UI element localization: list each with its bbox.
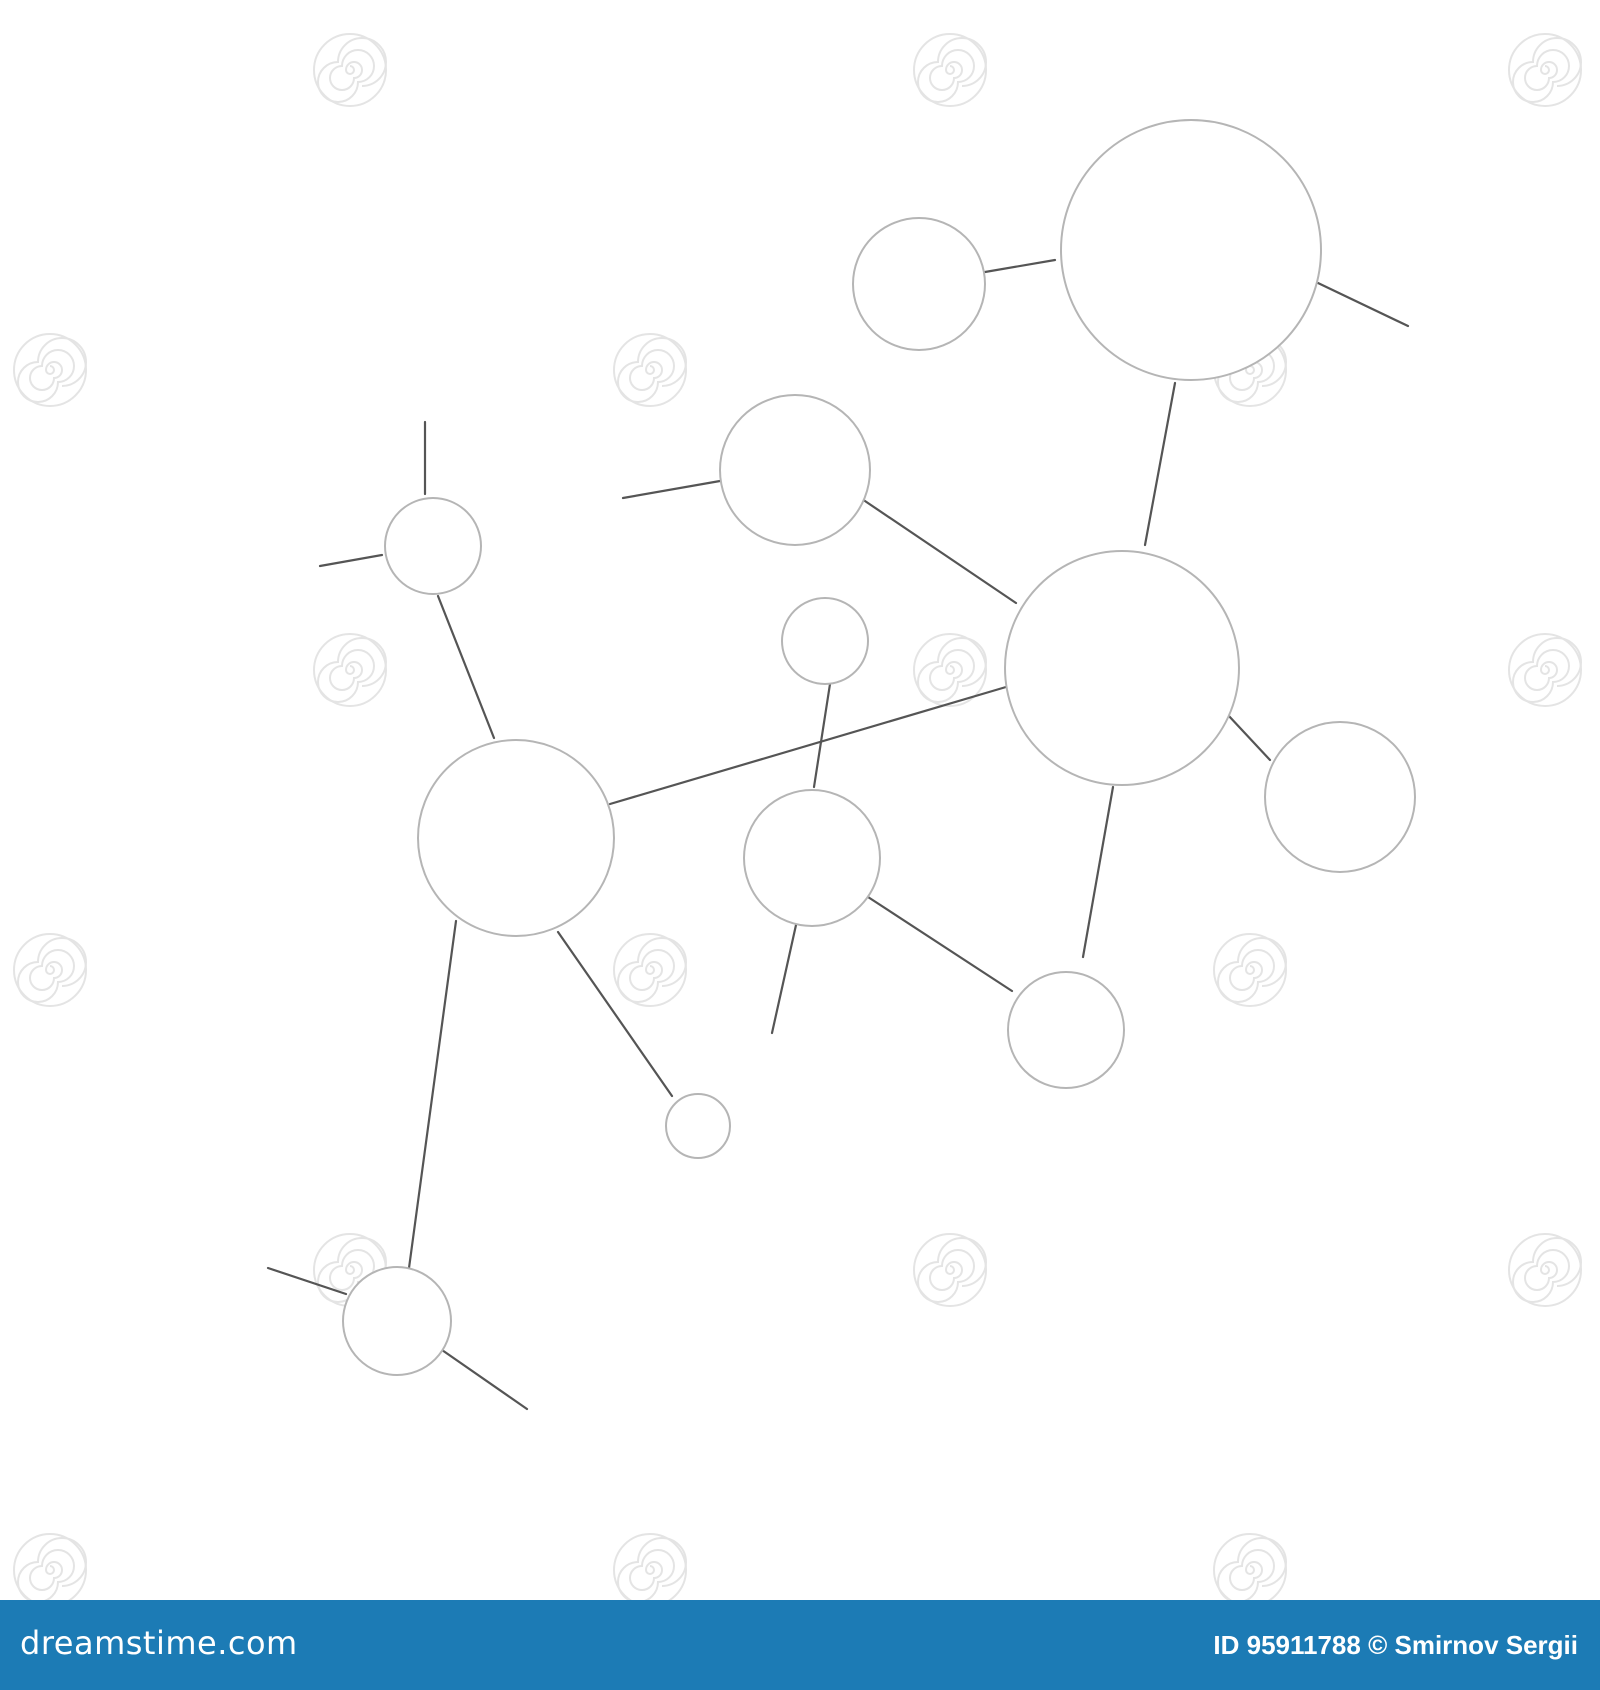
- bond: [1081, 785, 1115, 959]
- bond: [1226, 713, 1272, 762]
- atom: [665, 1093, 731, 1159]
- bond: [770, 923, 798, 1035]
- copyright-symbol: ©: [1368, 1630, 1388, 1660]
- bond: [608, 685, 1008, 806]
- bond: [318, 553, 384, 568]
- bond: [621, 479, 722, 500]
- atom: [1004, 550, 1240, 786]
- author-name: Smirnov Sergii: [1394, 1630, 1579, 1660]
- bond: [436, 594, 496, 740]
- dreamstime-logo: dreamstime.com: [20, 1624, 298, 1662]
- image-credit: ID 95911788 © Smirnov Sergii: [1213, 1630, 1578, 1661]
- atom: [743, 789, 881, 927]
- watermark-footer-bar: dreamstime.com ID 95911788 © Smirnov Ser…: [0, 1600, 1600, 1690]
- atom: [719, 394, 871, 546]
- atom: [1007, 971, 1125, 1089]
- bond: [812, 682, 832, 789]
- bond: [556, 930, 674, 1098]
- bond: [407, 919, 458, 1270]
- bond: [266, 1266, 348, 1296]
- bond: [1316, 281, 1410, 328]
- atom: [852, 217, 986, 351]
- molecule-illustration: [13, 33, 1582, 1600]
- image-id: 95911788: [1246, 1630, 1361, 1660]
- bond: [440, 1348, 529, 1411]
- atoms: [342, 119, 1416, 1376]
- atom: [1264, 721, 1416, 873]
- atom: [384, 497, 482, 595]
- atom: [1060, 119, 1322, 381]
- bond: [983, 258, 1057, 274]
- bond: [866, 895, 1014, 993]
- bonds: [266, 258, 1410, 1411]
- atom: [417, 739, 615, 937]
- atom: [781, 597, 869, 685]
- bond: [860, 497, 1018, 605]
- bond: [1143, 381, 1177, 547]
- id-label: ID: [1213, 1630, 1240, 1660]
- atom: [342, 1266, 452, 1376]
